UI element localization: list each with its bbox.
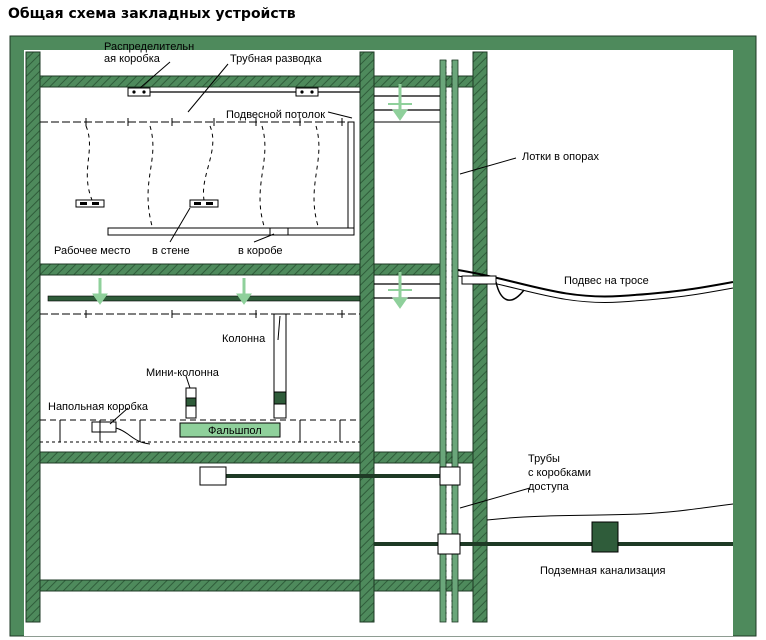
floor-slab-1 (39, 451, 361, 464)
arrow-middle-left (92, 278, 108, 305)
label-column: Колонна (222, 333, 266, 345)
raised-floor-panel (179, 422, 281, 438)
central-wall (359, 51, 375, 623)
label-mini-column: Мини-колонна (146, 367, 220, 379)
lower-access-box-left (199, 466, 227, 486)
suspension-bracket (461, 275, 497, 285)
roof-slab-right (373, 75, 474, 88)
ceiling-duct-vertical (347, 121, 355, 233)
label-in-box: в коробе (238, 245, 282, 257)
riser-trays (439, 59, 459, 623)
label-pipes-2: с коробками (528, 467, 591, 479)
right-wall (472, 51, 488, 623)
mini-column-outlet (185, 397, 197, 407)
suspension-wire (457, 275, 734, 304)
label-raised-floor: Фальшпол (208, 425, 262, 437)
wall-trunking (107, 227, 355, 236)
building-interior (24, 50, 733, 636)
label-suspended-ceiling: Подвесной потолок (226, 109, 325, 121)
foundation-slab (39, 579, 361, 592)
service-column-outlet (273, 391, 287, 405)
suspension-cable (457, 269, 734, 298)
label-pipe-wiring: Трубная разводка (230, 53, 322, 65)
lower-access-box-right (439, 466, 461, 486)
label-distribution-box-2: ая коробка (104, 53, 161, 65)
label-pipes-3: доступа (528, 481, 570, 493)
label-pipes-1: Трубы (528, 453, 560, 465)
floor-box-cable (115, 427, 151, 445)
arrow-middle-right (388, 272, 412, 309)
floor-slab-2 (39, 263, 361, 276)
underground-duct-box (591, 521, 619, 553)
page-title: Общая схема закладных устройств (8, 6, 296, 22)
raised-floor-grid (40, 419, 360, 443)
arrow-middle-center (236, 278, 252, 305)
label-floor-box: Напольная коробка (48, 401, 149, 413)
label-cable-suspension: Подвес на тросе (564, 275, 649, 287)
label-in-wall: в стене (152, 245, 190, 257)
suspended-ceiling (40, 118, 440, 126)
floor-slab-2-right (373, 263, 441, 276)
workplace-outlets (75, 199, 219, 208)
distribution-boxes (127, 87, 319, 97)
label-trays-in-supports: Лотки в опорах (522, 151, 599, 163)
trunking-box (269, 227, 289, 236)
cable-drops (85, 125, 320, 227)
middle-ceiling (40, 310, 360, 318)
roof-slab (39, 75, 361, 88)
floor-box (91, 421, 117, 433)
basement-access-box (437, 533, 461, 555)
leader-lines (109, 61, 531, 509)
foundation-slab-right (373, 579, 474, 592)
arrow-top-floor (388, 84, 412, 121)
label-distribution-box-1: Распределительн (104, 41, 194, 53)
label-workplace: Рабочее место (54, 245, 131, 257)
left-wall (25, 51, 41, 623)
middle-floor-duct (47, 295, 361, 302)
suspension-drop (495, 281, 525, 301)
floor-slab-1-right (373, 451, 474, 464)
label-underground-duct: Подземная канализация (540, 565, 666, 577)
ground-line (486, 503, 734, 521)
